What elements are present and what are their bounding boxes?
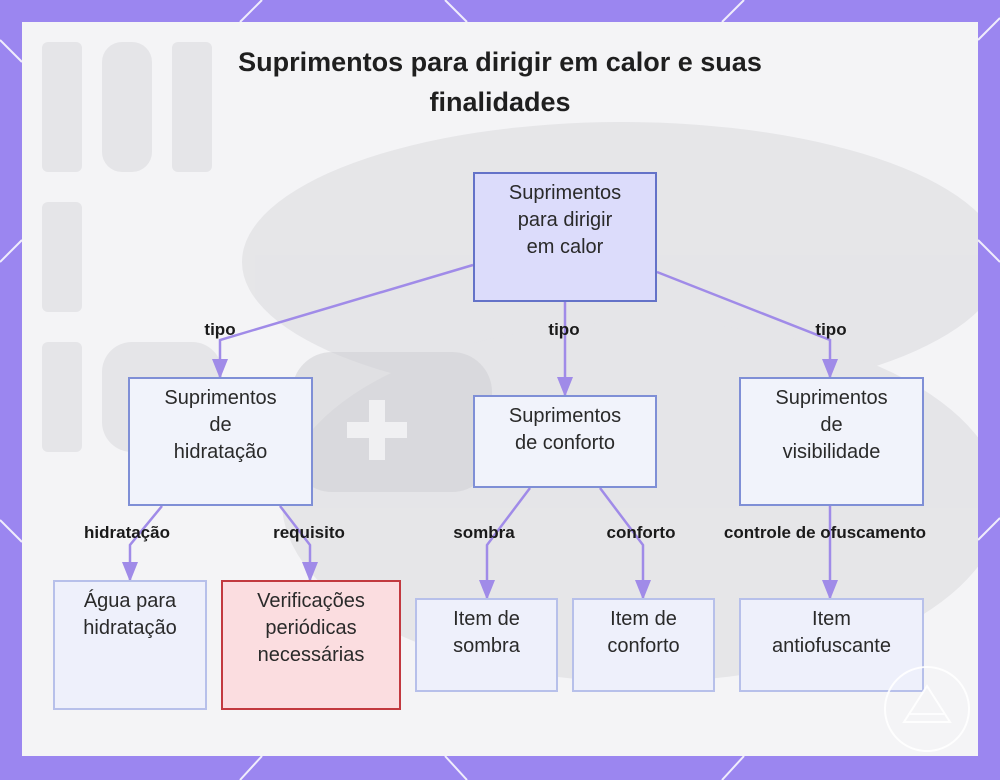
edge-hydration-checks (279, 505, 318, 582)
node-visibility: Suprimentos de visibilidade (739, 377, 924, 506)
node-comfort-item: Item de conforto (572, 598, 715, 692)
node-comfort: Suprimentos de conforto (473, 395, 657, 488)
node-shade-item: Item de sombra (415, 598, 558, 692)
watermark-icon (884, 666, 970, 752)
edge-label-hidratacao: hidratação (84, 523, 170, 542)
edge-comfort-shade (479, 487, 531, 600)
node-comfort-label: Suprimentos de conforto (508, 405, 622, 454)
node-comfort-item-label: Item de conforto (607, 608, 680, 657)
node-root: Suprimentos para dirigir em calor (473, 172, 657, 302)
node-hydration-label: Suprimentos de hidratação (164, 387, 277, 463)
node-visibility-label: Suprimentos de visibilidade (775, 387, 888, 463)
node-antiglare-item-label: Item antiofuscante (772, 608, 891, 657)
edge-comfort-item (599, 487, 651, 600)
node-shade-item-label: Item de sombra (453, 608, 520, 657)
node-checks: Verificações periódicas necessárias (221, 580, 401, 710)
edge-label-sombra: sombra (453, 523, 515, 542)
edge-label-conforto: conforto (606, 523, 676, 542)
edge-hydration-water (122, 505, 163, 582)
edge-label-tipo-left: tipo (204, 320, 236, 339)
node-antiglare-item: Item antiofuscante (739, 598, 924, 692)
node-water-label: Água para hidratação (83, 590, 177, 639)
node-hydration: Suprimentos de hidratação (128, 377, 313, 506)
diagram-title: Suprimentos para dirigir em calor e suas… (238, 47, 762, 117)
edge-label-requisito: requisito (273, 523, 345, 542)
node-root-label: Suprimentos para dirigir em calor (508, 182, 622, 258)
edge-root-hydration (212, 263, 474, 379)
edge-label-ofuscamento: controle de ofuscamento (723, 523, 927, 542)
edge-root-visibility (656, 270, 838, 379)
node-checks-label: Verificações periódicas necessárias (257, 590, 365, 666)
edge-label-tipo-right: tipo (815, 320, 847, 339)
node-water: Água para hidratação (53, 580, 207, 710)
edge-label-tipo-center: tipo (548, 320, 580, 339)
